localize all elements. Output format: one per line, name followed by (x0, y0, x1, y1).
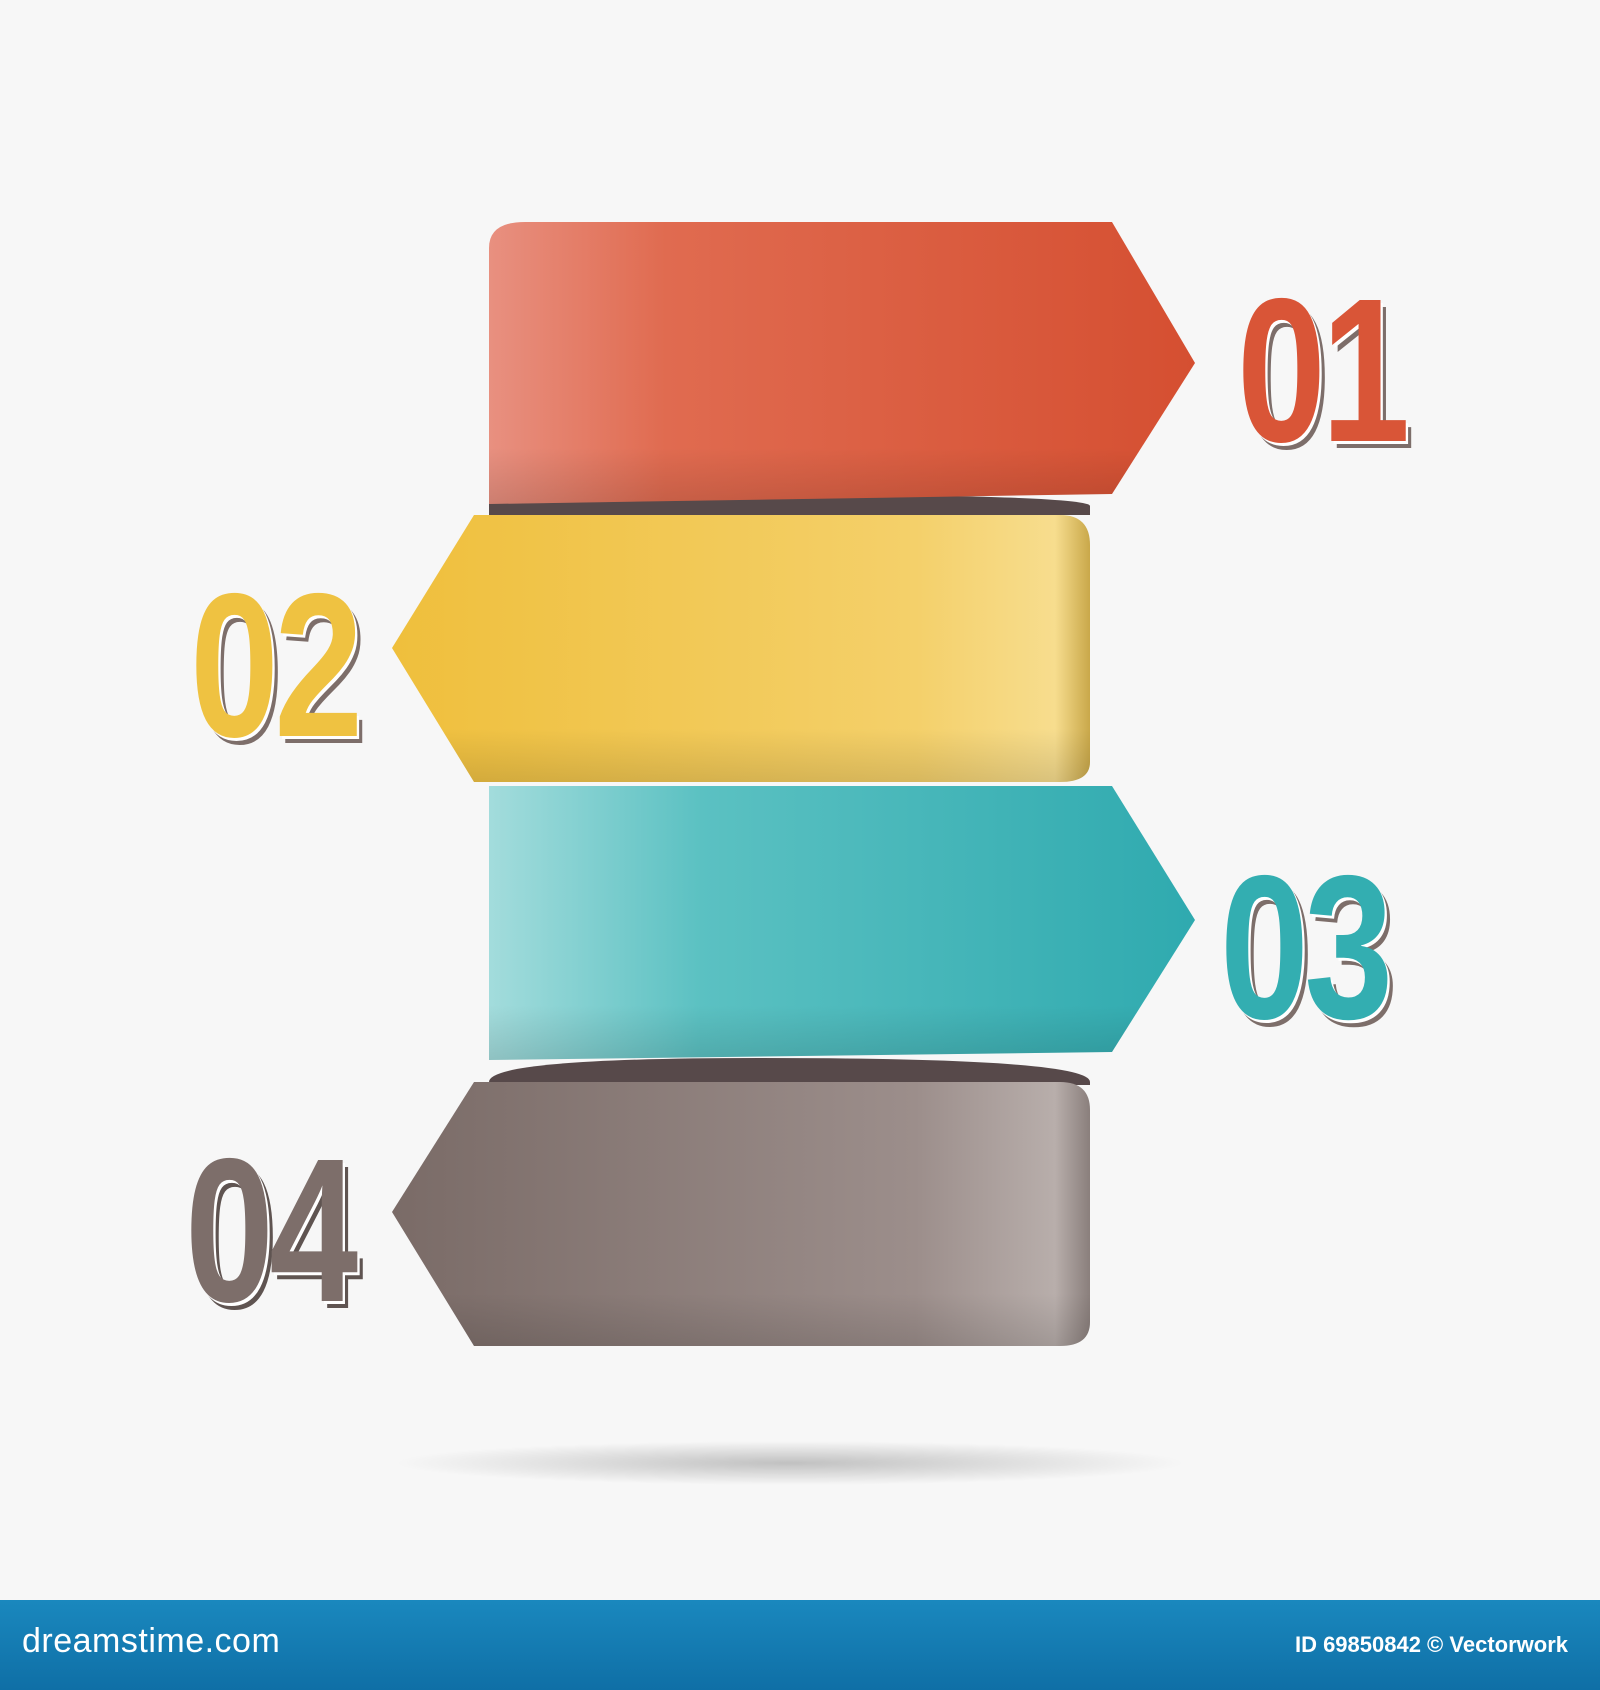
step-number-2: 02 (190, 551, 363, 780)
step-number-1: 01 (1237, 256, 1410, 485)
ribbon-step-1 (489, 222, 1195, 504)
infographic: 01 02 03 04 (185, 222, 1410, 1485)
step-number-4: 04 (185, 1116, 358, 1345)
ribbon-step-2 (392, 515, 1090, 782)
footer-image-credit: ID 69850842 © Vectorwork (1294, 1632, 1568, 1657)
fold-bottom-shadow (489, 1058, 1090, 1085)
ribbon-step-4 (392, 1082, 1090, 1346)
floor-shadow (395, 1441, 1185, 1485)
ribbon-diagram (392, 222, 1195, 1485)
footer-site-name: dreamstime.com (22, 1622, 281, 1660)
stock-footer-bar: dreamstime.com ID 69850842 © Vectorwork (0, 1600, 1600, 1690)
step-number-3: 03 (1220, 833, 1393, 1062)
ribbon-step-3 (489, 786, 1195, 1060)
